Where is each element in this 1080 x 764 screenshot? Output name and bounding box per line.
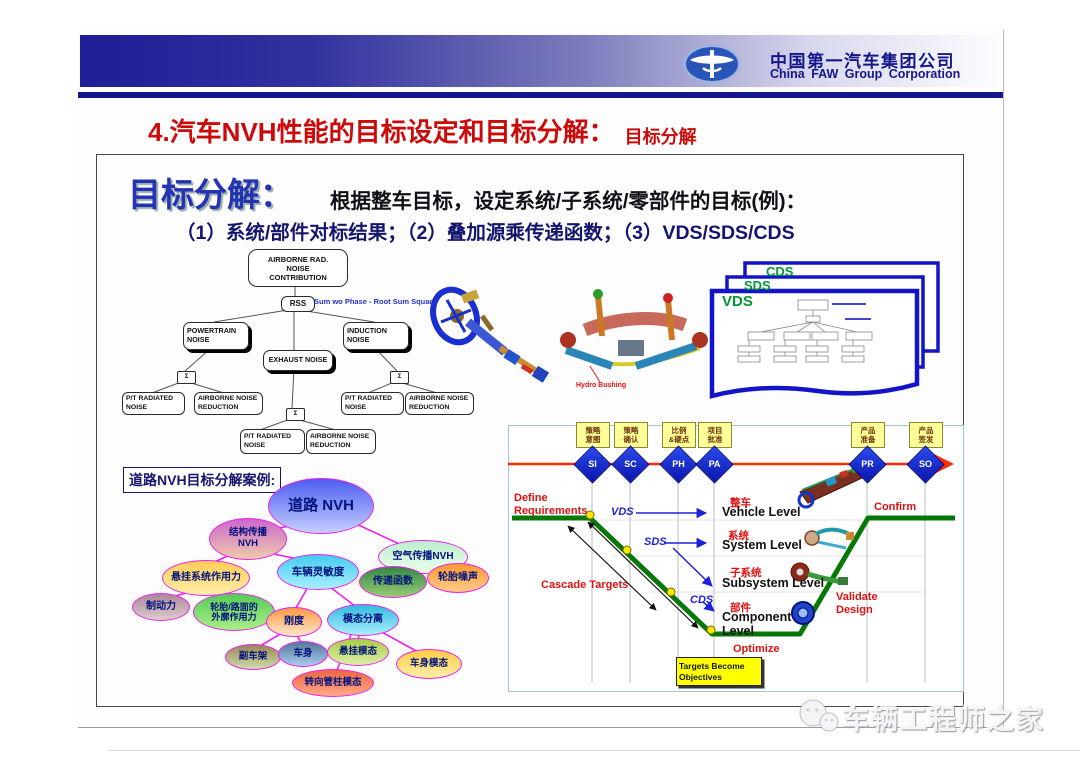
header-gradient-bar	[80, 35, 1001, 87]
hydro-bushing-label: Hydro Bushing	[576, 382, 627, 389]
company-name-cn: 中国第一汽车集团公司	[770, 52, 955, 71]
tree-leaf-radiated: P/T RADIATED NOISE	[240, 429, 305, 454]
system-level-en: System Level	[722, 538, 802, 552]
vehicle-level-cn: 整车	[730, 497, 751, 509]
bubble-braking-force: 制动力	[132, 593, 190, 621]
road-nvh-caption: 道路NVH目标分解案例:	[123, 467, 282, 493]
tree-sigma-node: Σ	[286, 408, 305, 421]
sds-spec-label: SDS	[644, 536, 667, 548]
optimize-label: Optimize	[733, 643, 780, 655]
bubble-road-nvh: 道路 NVH	[268, 478, 374, 534]
component-level-en: Component Level	[722, 610, 792, 638]
vds-doc-label: VDS	[722, 293, 753, 310]
header-divider	[78, 92, 1003, 98]
subsystem-level-en: Subsystem Level	[722, 576, 825, 590]
bubble-tire-road-force: 轮胎/路面的 外廓作用力	[193, 593, 275, 631]
bubble-vehicle-sensitivity: 车辆灵敏度	[277, 554, 359, 590]
gate-so: 产品 签发	[909, 422, 943, 448]
gate-sc: 策略 确认	[614, 422, 648, 448]
define-requirements-label: Define Requirements	[514, 492, 588, 517]
company-name-en: China FAW Group Corporation	[770, 67, 961, 81]
faw-logo	[684, 45, 740, 83]
bubble-structure-nvh: 结构传播 NVH	[209, 518, 287, 560]
cascade-targets-label: Cascade Targets	[541, 579, 629, 591]
bubble-tire-noise: 轮胎噪声	[427, 563, 489, 593]
slide-subtitle: 目标分解	[624, 127, 697, 147]
tree-root-node: AIRBORNE RAD. NOISE CONTRIBUTION	[248, 249, 348, 287]
tree-leaf-reduction: AIRBORNE NOISE REDUCTION	[306, 429, 376, 454]
tree-induction-node: INDUCTION NOISE	[343, 322, 409, 350]
tree-leaf-radiated: P/T RADIATED NOISE	[341, 392, 404, 415]
bubble-body-modes: 车身模态	[396, 649, 462, 679]
bubble-modal-separation: 模态分离	[327, 604, 399, 636]
bubble-transfer-function: 传递函数	[359, 566, 427, 598]
bubble-subframe: 副车架	[225, 644, 281, 670]
confirm-label: Confirm	[874, 501, 917, 513]
tree-sigma-node: Σ	[177, 371, 196, 384]
gate-si: 策略 意图	[576, 422, 610, 448]
tree-powertrain-node: POWERTRAIN NOISE	[183, 322, 249, 350]
bubble-suspension-force: 悬挂系统作用力	[162, 560, 250, 596]
vds-spec-label: VDS	[611, 506, 634, 518]
gate-pa: 项目 批准	[698, 422, 732, 448]
intro-items: （1）系统/部件对标结果；（2）叠加源乘传递函数；（3）VDS/SDS/CDS	[176, 222, 795, 244]
watermark-text: 车辆工程师之家	[842, 705, 1045, 735]
bubble-body: 车身	[278, 641, 328, 667]
bubble-suspension-modes: 悬挂模态	[327, 638, 389, 666]
gate-ph: 比例 &硬点	[662, 422, 696, 448]
slide-title: 4.汽车NVH性能的目标设定和目标分解：	[148, 117, 615, 147]
page-bottom-line	[108, 750, 1080, 751]
targets-become-objectives-box: Targets Become Objectives	[676, 657, 762, 687]
tree-leaf-reduction: AIRBORNE NOISE REDUCTION	[194, 392, 263, 415]
cds-doc-label: CDS	[766, 264, 794, 279]
slide-title-row: 4.汽车NVH性能的目标设定和目标分解： 目标分解	[148, 112, 697, 149]
tree-leaf-reduction: AIRBORNE NOISE REDUCTION	[405, 392, 474, 415]
wechat-icon	[799, 699, 839, 732]
gate-pr: 产品 准备	[851, 422, 885, 448]
bubble-steering-column-modes: 转向管柱模态	[292, 669, 374, 697]
cds-spec-label: CDS	[690, 594, 714, 606]
tree-rss-node: RSS	[281, 296, 315, 312]
sds-doc-label: SDS	[744, 278, 771, 293]
tree-leaf-radiated: P/T RADIATED NOISE	[122, 392, 185, 415]
bubble-stiffness: 刚度	[266, 607, 322, 637]
tree-exhaust-node: EXHAUST NOISE	[263, 350, 333, 371]
intro-lead: 目标分解：	[128, 176, 293, 213]
validate-design-label: Validate Design	[836, 591, 878, 616]
tree-sigma-node: Σ	[390, 371, 409, 384]
tree-rss-note: Sum wo Phase - Root Sum Square	[314, 297, 437, 306]
intro-body: 根据整车目标，设定系统/子系统/零部件的目标(例)：	[330, 190, 807, 213]
vehicle-level-en: Vehicle Level	[722, 505, 801, 519]
